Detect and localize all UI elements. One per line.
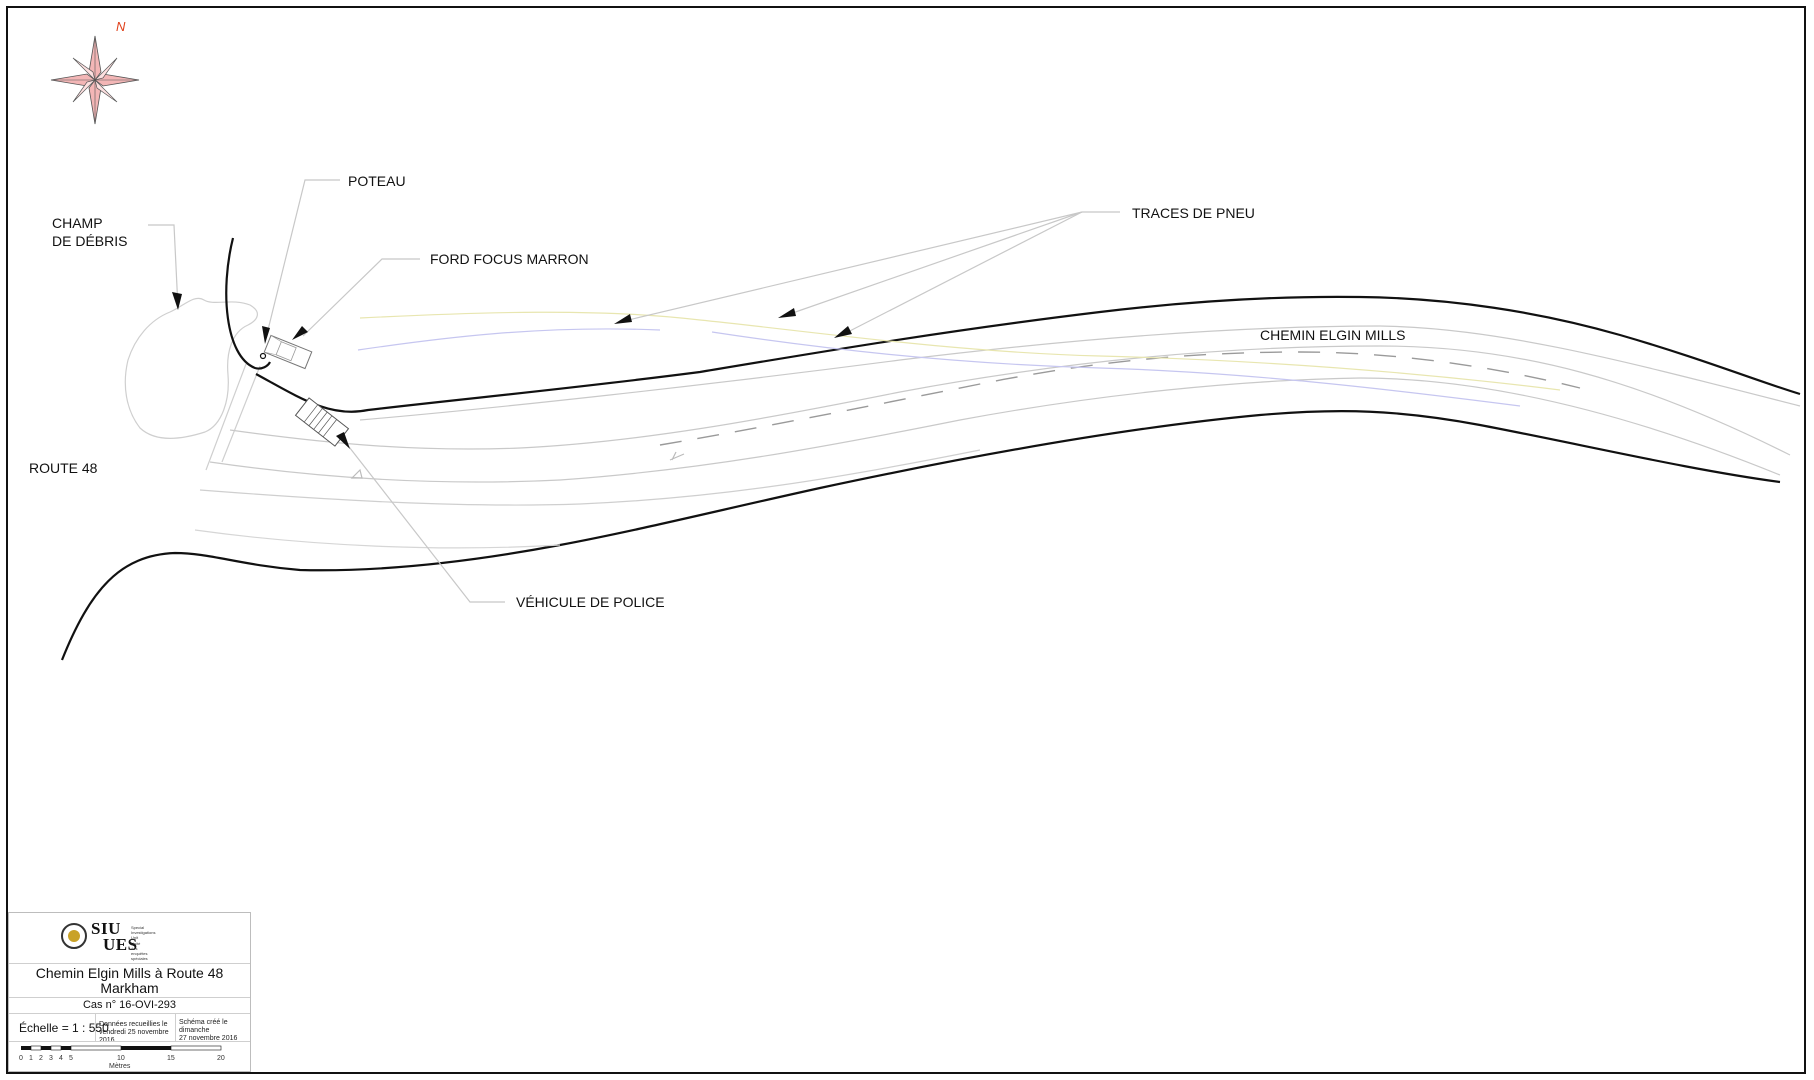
schema-note-line1: Schéma créé le dimanche [179, 1019, 228, 1034]
bar-tick-15: 15 [167, 1055, 175, 1062]
bar-tick-0: 0 [19, 1055, 23, 1062]
bar-tick-2: 2 [39, 1055, 43, 1062]
bar-tick-5: 5 [69, 1055, 73, 1062]
pole-marker [259, 352, 267, 360]
logo-siu-text: SIU [91, 919, 121, 938]
case-value: 16-OVI-293 [119, 999, 177, 1011]
compass-north-label: N [116, 19, 126, 34]
bar-tick-10: 10 [117, 1055, 125, 1062]
route-48-boundary [205, 363, 261, 471]
lane-line-4 [199, 449, 981, 506]
scale-value: 1 : 550 [72, 1021, 109, 1035]
tire-mark-yellow [359, 311, 1561, 391]
logo-en-line2: Investigations Unit [131, 930, 156, 940]
label-traces-de-pneu: TRACES DE PNEU [1132, 205, 1255, 221]
logo-fr-line1: Unité [131, 941, 141, 946]
ford-focus-vehicle [263, 334, 313, 370]
data-note-line2: vendredi 25 novembre 2016 [99, 1029, 169, 1044]
bar-tick-3: 3 [49, 1055, 53, 1062]
label-champ-line2: DE DÉBRIS [52, 233, 128, 249]
road-arrow-icon [669, 451, 685, 461]
scale-bar [21, 1045, 222, 1051]
debris-field-outline [124, 297, 258, 439]
road-edge-north-main [255, 295, 1801, 413]
data-note: Données recueillies le vendredi 25 novem… [99, 1021, 179, 1045]
schema-note: Schéma créé le dimanche 27 novembre 2016 [179, 1019, 259, 1043]
tb-divider [9, 1041, 250, 1042]
data-note-line1: Données recueillies le [99, 1021, 168, 1028]
lane-line-2 [229, 345, 1791, 456]
location-line1: Chemin Elgin Mills à Route 48 [35, 965, 224, 981]
label-vehicule-de-police: VÉHICULE DE POLICE [516, 594, 665, 610]
bar-unit: Mètres [109, 1063, 131, 1070]
tb-vdivider [95, 1013, 96, 1041]
bar-tick-1: 1 [29, 1055, 33, 1062]
title-block: SIU UES Special Investigations Unit Unit… [8, 912, 251, 1072]
schema-note-line2: 27 novembre 2016 [179, 1035, 238, 1042]
location-line2: Markham [100, 980, 159, 996]
case-label: Cas n° [82, 999, 117, 1011]
tb-divider [9, 1013, 250, 1014]
case-number: Cas n° 16-OVI-293 [9, 999, 250, 1011]
lane-line-1 [359, 325, 1801, 421]
label-chemin-elgin-mills: CHEMIN ELGIN MILLS [1260, 327, 1406, 343]
road-edge-north [225, 237, 271, 370]
tire-mark-blue-2 [711, 331, 1521, 407]
centre-line-dashed [659, 351, 1581, 446]
label-poteau: POTEAU [348, 173, 406, 189]
road-arrow-icon [350, 468, 363, 479]
tb-vdivider [175, 1013, 176, 1041]
scale-text: Échelle = 1 : 550 [19, 1021, 109, 1035]
tire-mark-blue-1 [357, 328, 661, 351]
leader-arrowheads [172, 292, 852, 449]
label-champ-line1: CHAMP [52, 215, 103, 231]
lane-line-5 [194, 529, 561, 549]
drawing-frame [6, 6, 1806, 1074]
label-route-48: ROUTE 48 [29, 460, 98, 476]
tb-divider [9, 963, 250, 964]
logo-ues-text: UES [103, 935, 138, 954]
bar-tick-4: 4 [59, 1055, 63, 1062]
compass-rose-icon [50, 35, 140, 125]
tb-divider [9, 997, 250, 998]
label-ford-focus: FORD FOCUS MARRON [430, 251, 589, 267]
logo-fr-line2: des enquêtes spéciales [131, 946, 148, 961]
leader-lines [148, 179, 1120, 603]
logo-en-line1: Special [131, 925, 145, 930]
bar-tick-20: 20 [217, 1055, 225, 1062]
road-edge-south [60, 410, 1781, 661]
seal-icon [61, 923, 87, 949]
lane-line-3 [209, 377, 1781, 483]
scale-label: Échelle = [19, 1021, 69, 1035]
